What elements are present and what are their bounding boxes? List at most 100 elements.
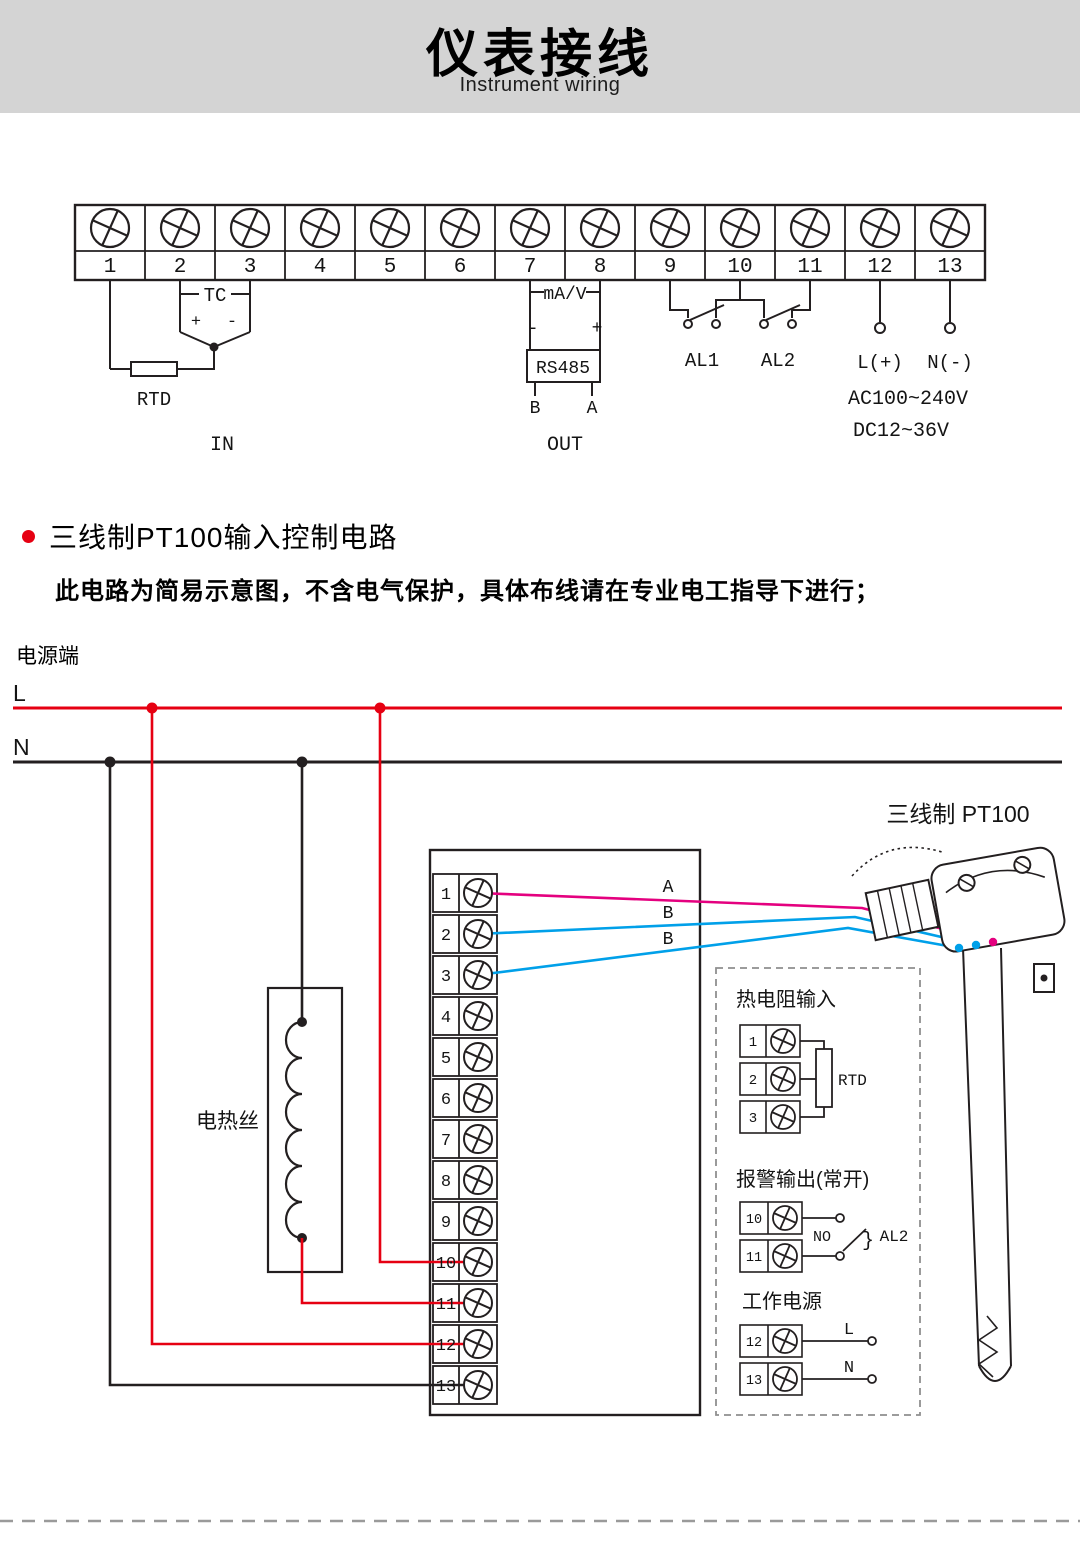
sensor-label: 三线制 PT100 <box>886 801 1029 827</box>
pt100-sensor: 三线制 PT100 <box>851 801 1066 1382</box>
contact-point <box>711 319 721 329</box>
side-box-dot <box>1040 974 1048 982</box>
terminal-number: 2 <box>174 256 187 279</box>
terminal-number: 10 <box>727 256 752 279</box>
contact-point <box>787 319 797 329</box>
strip-terminal-number: 3 <box>441 968 451 987</box>
wire-rtd-right <box>177 351 215 370</box>
strip-terminal-number: 9 <box>441 1214 451 1233</box>
lead-dot-blue <box>971 940 981 950</box>
lead-dot-blue <box>954 943 964 953</box>
tc-junction-dot <box>209 342 219 352</box>
page-subtitle: Instrument wiring <box>459 73 621 96</box>
working-power-title: 工作电源 <box>742 1290 822 1313</box>
tc-minus: - <box>227 313 237 332</box>
detail-terminal-number: 13 <box>746 1374 762 1389</box>
no-contact-label: NO <box>813 1229 831 1246</box>
heater-coil <box>284 1020 303 1240</box>
sensing-element-zigzag <box>977 1315 999 1378</box>
in-label: IN <box>210 434 234 457</box>
rtd-input-title: 热电阻输入 <box>736 988 836 1011</box>
rs485-b-label: B <box>530 399 541 419</box>
detail-panel-border <box>715 967 921 1416</box>
detail-terminal-number: 1 <box>749 1035 757 1051</box>
detail-n-label: N <box>844 1359 854 1378</box>
ac-range-label: AC100~240V <box>848 388 968 411</box>
contact-point <box>867 1336 877 1346</box>
strip-terminal-number: 6 <box>441 1091 451 1110</box>
heater-box <box>266 986 344 1274</box>
section-title: 三线制PT100输入控制电路 <box>49 522 398 553</box>
al2-contact-label: AL2 <box>880 1228 909 1246</box>
strip-terminal-number: 2 <box>441 927 451 946</box>
detail-terminal-number: 3 <box>749 1111 757 1127</box>
strip-terminal-number: 10 <box>436 1255 456 1274</box>
contact-point <box>759 319 769 329</box>
terminal-number: 8 <box>594 256 607 279</box>
al2-switch-blade <box>765 304 801 321</box>
detail-terminal-number: 2 <box>749 1073 757 1089</box>
wire-l-to-terminal12 <box>150 708 478 1346</box>
heater: 电热丝 <box>196 762 344 1274</box>
strip-terminal-number: 1 <box>441 886 451 905</box>
line-n-label: N <box>13 734 30 760</box>
hex-fitting <box>864 878 940 942</box>
terminal-number: 3 <box>244 256 257 279</box>
dotted-cable-arc <box>851 846 943 877</box>
top-block-labels: TC + - RTD IN mA/V - + RS485 B A OUT AL1… <box>137 285 973 457</box>
wire-t11 <box>791 280 811 318</box>
connection-head <box>930 846 1066 953</box>
mav-minus: - <box>528 319 539 339</box>
wire-n-to-terminal13 <box>108 762 478 1387</box>
tc-junction-wires <box>179 331 251 348</box>
brace-glyph: } <box>862 1230 874 1253</box>
strip-terminal-number: 12 <box>436 1337 456 1356</box>
header: 仪表接线 Instrument wiring <box>0 0 1080 113</box>
lead-dot-magenta <box>988 937 998 947</box>
power-wiring <box>802 1336 877 1384</box>
rs485-a-label: A <box>587 399 598 419</box>
terminal-number: 13 <box>937 256 962 279</box>
wire-label-b2: B <box>663 930 674 950</box>
al1-switch-blade <box>689 304 725 321</box>
contact-point <box>944 322 956 334</box>
contact-point <box>867 1374 877 1384</box>
strip-terminal-number: 5 <box>441 1050 451 1069</box>
terminal-number: 12 <box>867 256 892 279</box>
power-bus: L N <box>13 680 1062 768</box>
rtd-label: RTD <box>137 389 171 411</box>
contact-point <box>874 322 886 334</box>
wire-t9 <box>669 280 689 318</box>
terminal-number: 4 <box>314 256 327 279</box>
terminal-number: 7 <box>524 256 537 279</box>
l-plus-label: L(+) <box>857 352 903 374</box>
rtd-wiring <box>800 1040 833 1118</box>
page-title: 仪表接线 <box>425 26 654 84</box>
terminal-number: 9 <box>664 256 677 279</box>
detail-terminal-number: 11 <box>746 1251 762 1266</box>
section-heading: 三线制PT100输入控制电路 <box>22 516 398 556</box>
strip-terminal-number: 13 <box>436 1378 456 1397</box>
detail-l-label: L <box>844 1321 854 1340</box>
dc-range-label: DC12~36V <box>853 420 949 443</box>
tc-plus: + <box>191 313 201 332</box>
terminal-number: 1 <box>104 256 117 279</box>
line-l-label: L <box>13 680 26 706</box>
controller-terminal-strip: 1 2 3 4 5 6 7 8 9 10 11 12 13 A B B <box>108 708 994 1417</box>
strip-terminal-number: 4 <box>441 1009 451 1028</box>
section-note: 此电路为简易示意图，不含电气保护，具体布线请在专业电工指导下进行； <box>55 578 880 605</box>
top-block-wiring <box>109 280 956 396</box>
probe-stem <box>962 947 1012 1382</box>
contact-point <box>683 319 693 329</box>
heater-label: 电热丝 <box>196 1110 259 1133</box>
contact-point <box>835 1213 845 1223</box>
terminal-number: 5 <box>384 256 397 279</box>
bullet-icon <box>22 529 35 543</box>
contact-point <box>835 1251 845 1261</box>
power-terminal-label: 电源端 <box>16 645 79 668</box>
top-terminal-block: 1 2 3 4 5 6 7 8 9 10 11 12 13 <box>73 201 987 282</box>
tc-label: TC <box>204 285 227 307</box>
al2-label: AL2 <box>761 350 795 372</box>
terminal-number: 11 <box>797 256 822 279</box>
